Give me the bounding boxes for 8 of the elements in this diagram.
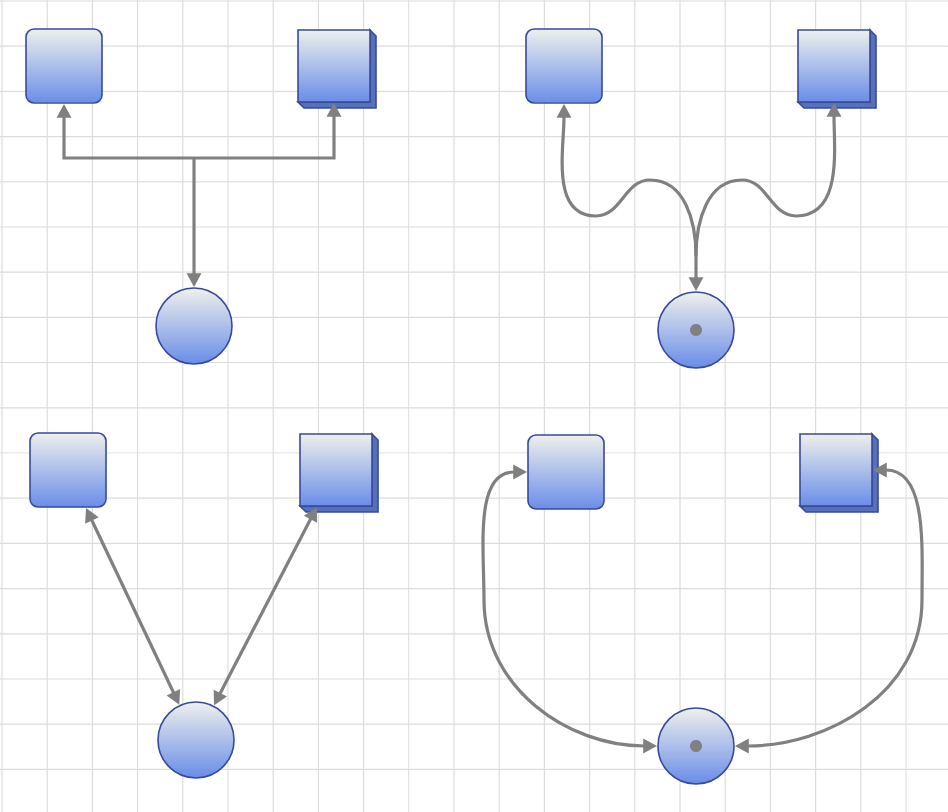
circle [155, 287, 233, 365]
circle [657, 291, 735, 369]
rounded-square [527, 434, 605, 510]
rounded-square [525, 28, 603, 104]
rounded-square [29, 432, 107, 508]
circle [657, 707, 735, 785]
rounded-square [25, 28, 103, 104]
circle [157, 701, 235, 779]
